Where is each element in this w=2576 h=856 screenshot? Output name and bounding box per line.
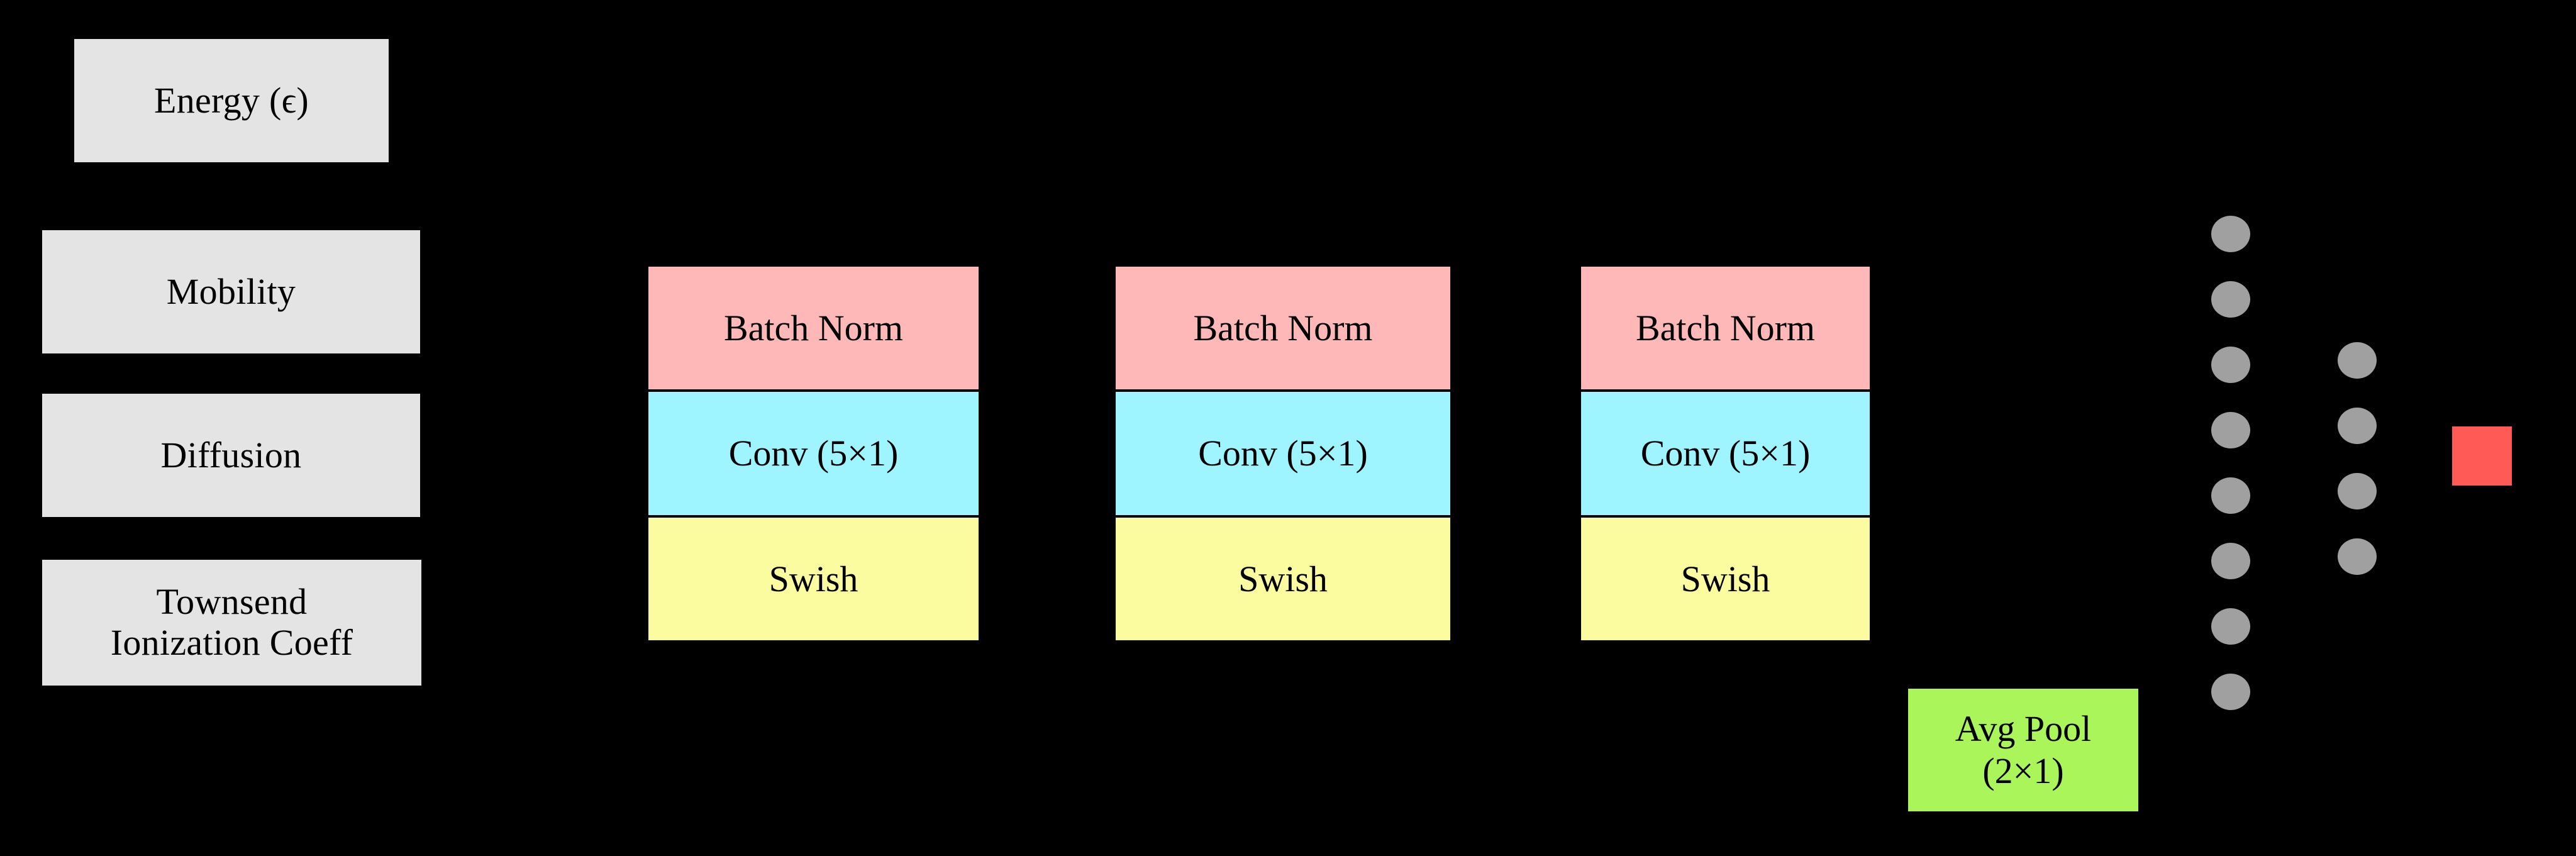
conv-block-2: Batch Norm Conv (5×1) Swish: [1113, 264, 1453, 643]
neuron: [2338, 408, 2377, 444]
neuron: [2338, 538, 2377, 575]
input-box-townsend: Townsend Ionization Coeff: [42, 560, 421, 686]
input-label-energy: Energy (ϵ): [153, 79, 309, 121]
conv-block-3-batch-norm: Batch Norm: [1581, 267, 1870, 392]
conv-block-2-batch-norm: Batch Norm: [1116, 267, 1450, 392]
input-box-energy: Energy (ϵ): [74, 39, 389, 162]
conv-block-1: Batch Norm Conv (5×1) Swish: [646, 264, 981, 643]
conv-block-3-swish: Swish: [1581, 517, 1870, 640]
avg-pool-label-line1: Avg Pool: [1955, 708, 2092, 750]
conv-block-2-swish: Swish: [1116, 517, 1450, 640]
conv-block-3-conv: Conv (5×1): [1581, 392, 1870, 518]
neuron: [2211, 281, 2250, 318]
neuron: [2211, 216, 2250, 252]
conv-block-2-conv: Conv (5×1): [1116, 392, 1450, 518]
conv-block-1-conv: Conv (5×1): [648, 392, 979, 518]
neuron: [2211, 347, 2250, 383]
neuron: [2211, 412, 2250, 448]
conv-block-1-swish: Swish: [648, 517, 979, 640]
avg-pool-label-line2: (2×1): [1982, 750, 2064, 791]
conv-block-3: Batch Norm Conv (5×1) Swish: [1579, 264, 1872, 643]
input-box-diffusion: Diffusion: [42, 394, 420, 517]
neuron: [2211, 543, 2250, 579]
input-label-mobility: Mobility: [166, 270, 296, 312]
input-label-townsend-line1: Townsend: [156, 581, 308, 623]
neuron: [2338, 473, 2377, 509]
input-box-mobility: Mobility: [42, 230, 420, 353]
neuron: [2211, 477, 2250, 514]
neuron: [2211, 674, 2250, 710]
avg-pool-block: Avg Pool (2×1): [1908, 689, 2138, 811]
input-label-diffusion: Diffusion: [160, 434, 302, 475]
input-label-townsend-line2: Ionization Coeff: [110, 622, 353, 663]
conv-block-1-batch-norm: Batch Norm: [648, 267, 979, 392]
neuron: [2211, 608, 2250, 645]
output-node: [2452, 426, 2512, 486]
neuron: [2338, 342, 2377, 379]
